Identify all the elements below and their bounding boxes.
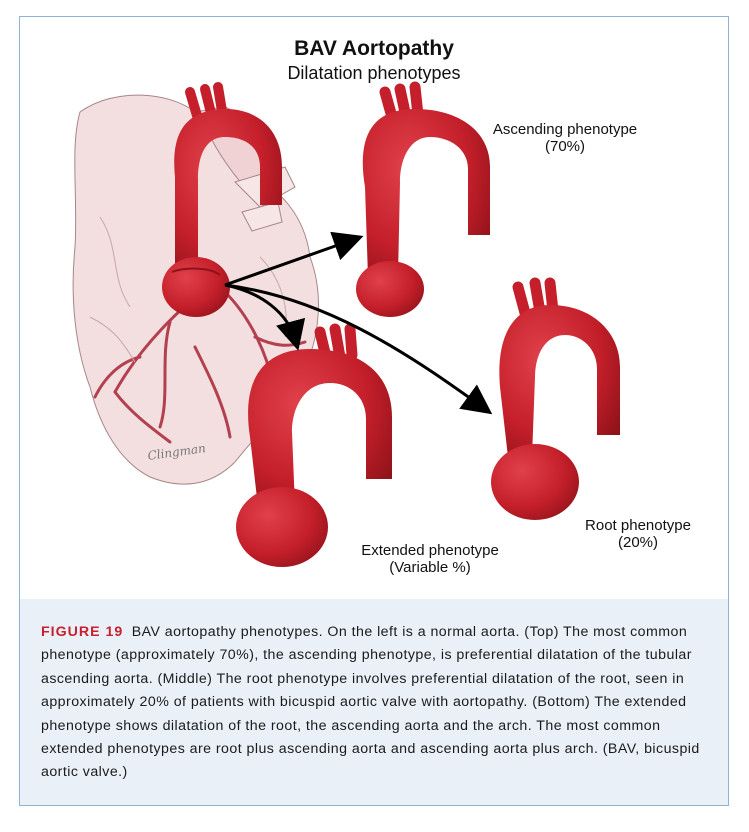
diagram-subtitle: Dilatation phenotypes	[20, 63, 728, 84]
figure-caption: FIGURE 19 BAV aortopathy phenotypes. On …	[20, 599, 728, 805]
extended-label-pct: (Variable %)	[345, 559, 515, 576]
caption-text: BAV aortopathy phenotypes. On the left i…	[41, 624, 700, 780]
extended-label-name: Extended phenotype	[345, 542, 515, 559]
root-label: Root phenotype (20%)	[568, 517, 708, 551]
root-label-name: Root phenotype	[568, 517, 708, 534]
extended-label: Extended phenotype (Variable %)	[345, 542, 515, 576]
figure-frame: Clingman BAV Aortopathy Dilatation pheno…	[19, 16, 729, 806]
root-label-pct: (20%)	[568, 534, 708, 551]
diagram-title: BAV Aortopathy	[20, 37, 728, 61]
ascending-label-pct: (70%)	[470, 138, 660, 155]
aortopathy-illustration: Clingman	[20, 17, 728, 599]
ascending-label-name: Ascending phenotype	[470, 121, 660, 138]
illustration-area: Clingman BAV Aortopathy Dilatation pheno…	[20, 17, 728, 599]
figure-number: FIGURE 19	[41, 624, 123, 640]
ascending-label: Ascending phenotype (70%)	[470, 121, 660, 155]
root-phenotype-aorta	[491, 283, 620, 520]
